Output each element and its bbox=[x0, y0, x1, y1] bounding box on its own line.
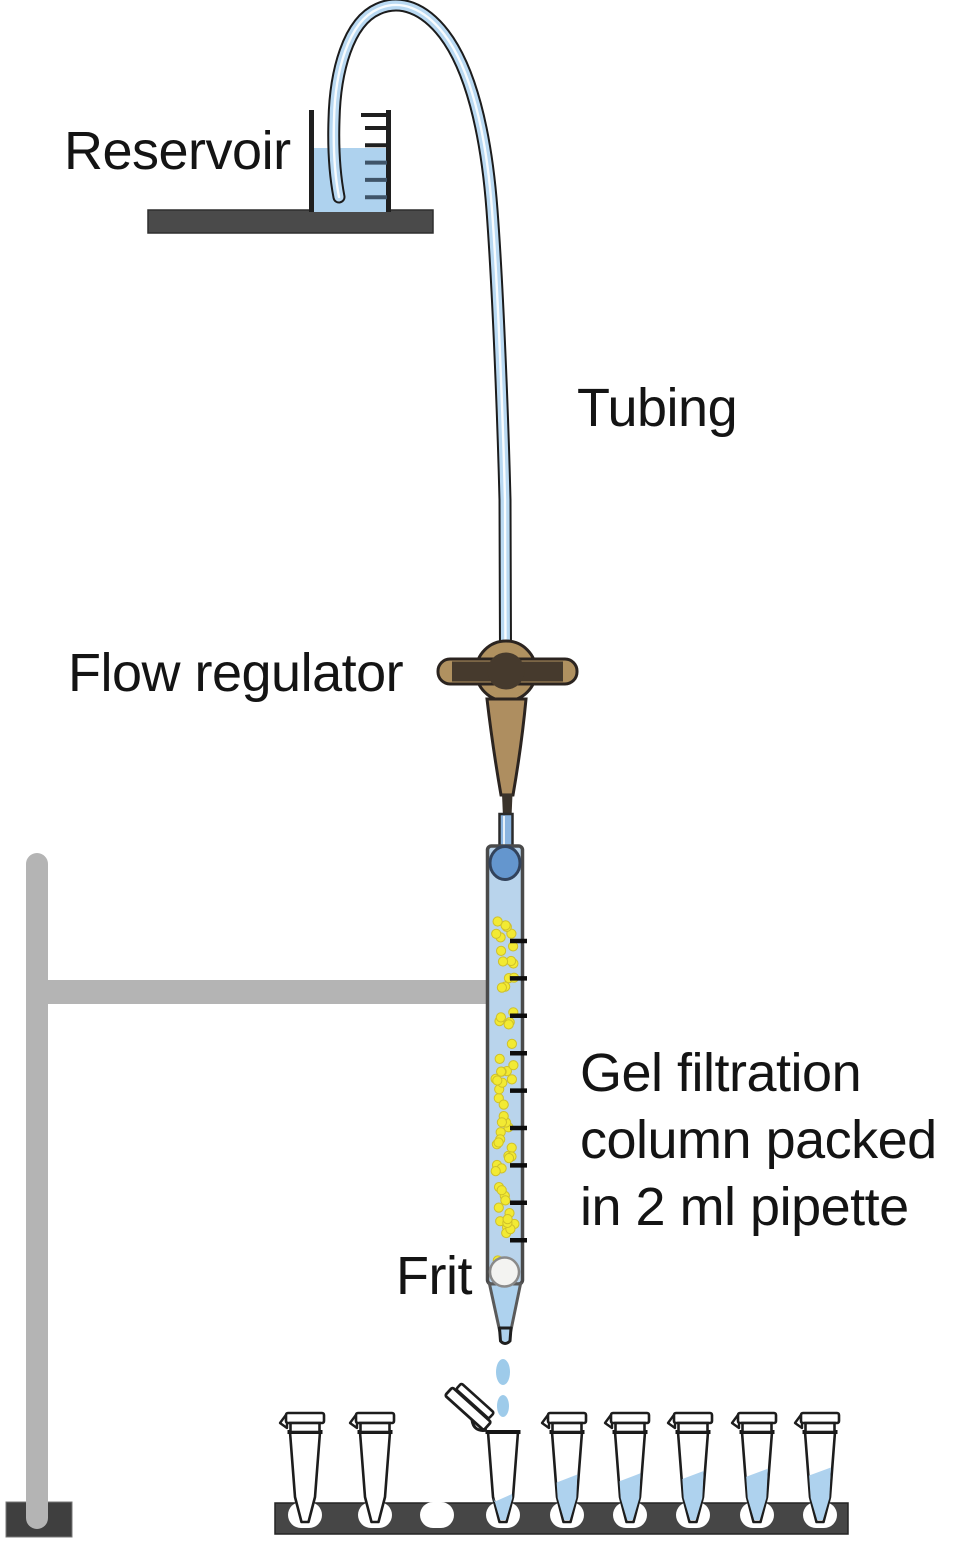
collection-tube bbox=[348, 1411, 396, 1524]
label-column: Gel filtration column packed in 2 ml pip… bbox=[580, 1043, 937, 1237]
collection-tubes bbox=[278, 1382, 841, 1524]
gel-bead bbox=[496, 982, 507, 993]
cap-top bbox=[672, 1411, 714, 1425]
gel-bead bbox=[496, 1185, 507, 1196]
collection-tube bbox=[730, 1411, 778, 1524]
gel-bead bbox=[497, 956, 509, 967]
stand-rod bbox=[26, 853, 48, 1529]
cap-band bbox=[677, 1421, 709, 1434]
cap-top bbox=[609, 1411, 651, 1425]
rack-well bbox=[420, 1502, 454, 1528]
gel-bead bbox=[493, 1202, 504, 1213]
collection-tube bbox=[444, 1382, 521, 1524]
gel-filtration-column bbox=[485, 844, 527, 1345]
cap-band bbox=[614, 1421, 646, 1434]
column-inlet-bulb bbox=[488, 845, 522, 881]
tube-liquid bbox=[619, 1473, 641, 1520]
label-flow-regulator: Flow regulator bbox=[68, 643, 404, 703]
cap-top bbox=[284, 1411, 326, 1425]
beaker-graduations bbox=[365, 126, 387, 200]
gel-bead bbox=[494, 1053, 505, 1065]
gel-bead bbox=[502, 1214, 513, 1225]
beaker-walls bbox=[309, 110, 391, 212]
gel-bead bbox=[496, 1066, 507, 1077]
gel-bead bbox=[508, 1060, 519, 1071]
tubing-outline bbox=[327, 0, 512, 659]
cap-band bbox=[741, 1421, 773, 1434]
gel-bead bbox=[506, 1038, 517, 1050]
eluate-drop bbox=[497, 1395, 509, 1417]
tube-liquid bbox=[556, 1474, 578, 1520]
collection-tube bbox=[666, 1411, 714, 1524]
gel-bead bbox=[492, 916, 503, 927]
gel-bead bbox=[506, 1074, 517, 1085]
gel-bead bbox=[492, 1075, 503, 1086]
cap-top bbox=[546, 1411, 588, 1425]
tube-liquid bbox=[682, 1471, 704, 1520]
cap-open-band bbox=[455, 1382, 495, 1420]
cap-top bbox=[354, 1411, 396, 1425]
tube-liquid bbox=[746, 1468, 768, 1520]
gel-bead bbox=[503, 1019, 514, 1030]
collection-tube bbox=[540, 1411, 588, 1524]
collection-rack bbox=[274, 1382, 849, 1535]
frit bbox=[488, 1256, 521, 1288]
tubing-highlight bbox=[332, 3, 507, 654]
stand-arm bbox=[26, 980, 505, 1004]
reservoir-assembly bbox=[147, 110, 434, 234]
stopcock-plug bbox=[487, 652, 525, 690]
label-frit: Frit bbox=[396, 1246, 472, 1306]
collection-tube bbox=[793, 1411, 841, 1524]
cap-band bbox=[289, 1421, 321, 1434]
gel-bead bbox=[500, 1195, 511, 1206]
cap-band bbox=[359, 1421, 391, 1434]
cap-open bbox=[444, 1382, 495, 1431]
label-reservoir: Reservoir bbox=[64, 121, 291, 181]
gel-bead bbox=[500, 920, 511, 931]
tube-liquid bbox=[809, 1467, 831, 1520]
tubing bbox=[327, 0, 512, 659]
gel-bead bbox=[498, 1099, 509, 1110]
gel-bead bbox=[493, 1137, 504, 1148]
pipette-graduations bbox=[510, 938, 527, 1243]
gel-bead bbox=[503, 1153, 515, 1164]
gel-bead bbox=[496, 1117, 507, 1128]
cap-band bbox=[804, 1421, 836, 1434]
collection-tube bbox=[603, 1411, 651, 1524]
shelf bbox=[147, 209, 434, 234]
cap-top bbox=[799, 1411, 841, 1425]
gel-bead bbox=[496, 945, 507, 957]
eluate-drop bbox=[496, 1359, 510, 1385]
cap-top bbox=[736, 1411, 778, 1425]
tube-liquid bbox=[493, 1494, 513, 1520]
cap-band bbox=[551, 1421, 583, 1434]
column-taper bbox=[487, 1282, 523, 1332]
gel-bead bbox=[490, 1166, 501, 1177]
collection-tube bbox=[278, 1411, 326, 1524]
gel-bead bbox=[491, 928, 502, 939]
flow-regulator bbox=[436, 639, 579, 817]
cap-hinge bbox=[470, 1419, 488, 1432]
stopcock-tip bbox=[502, 794, 513, 817]
gel-bead bbox=[495, 1012, 506, 1023]
column-tip bbox=[498, 1326, 513, 1345]
falling-drops bbox=[496, 1359, 510, 1417]
label-tubing: Tubing bbox=[577, 378, 738, 438]
retort-stand bbox=[5, 853, 505, 1538]
stopcock-cone bbox=[485, 697, 528, 797]
